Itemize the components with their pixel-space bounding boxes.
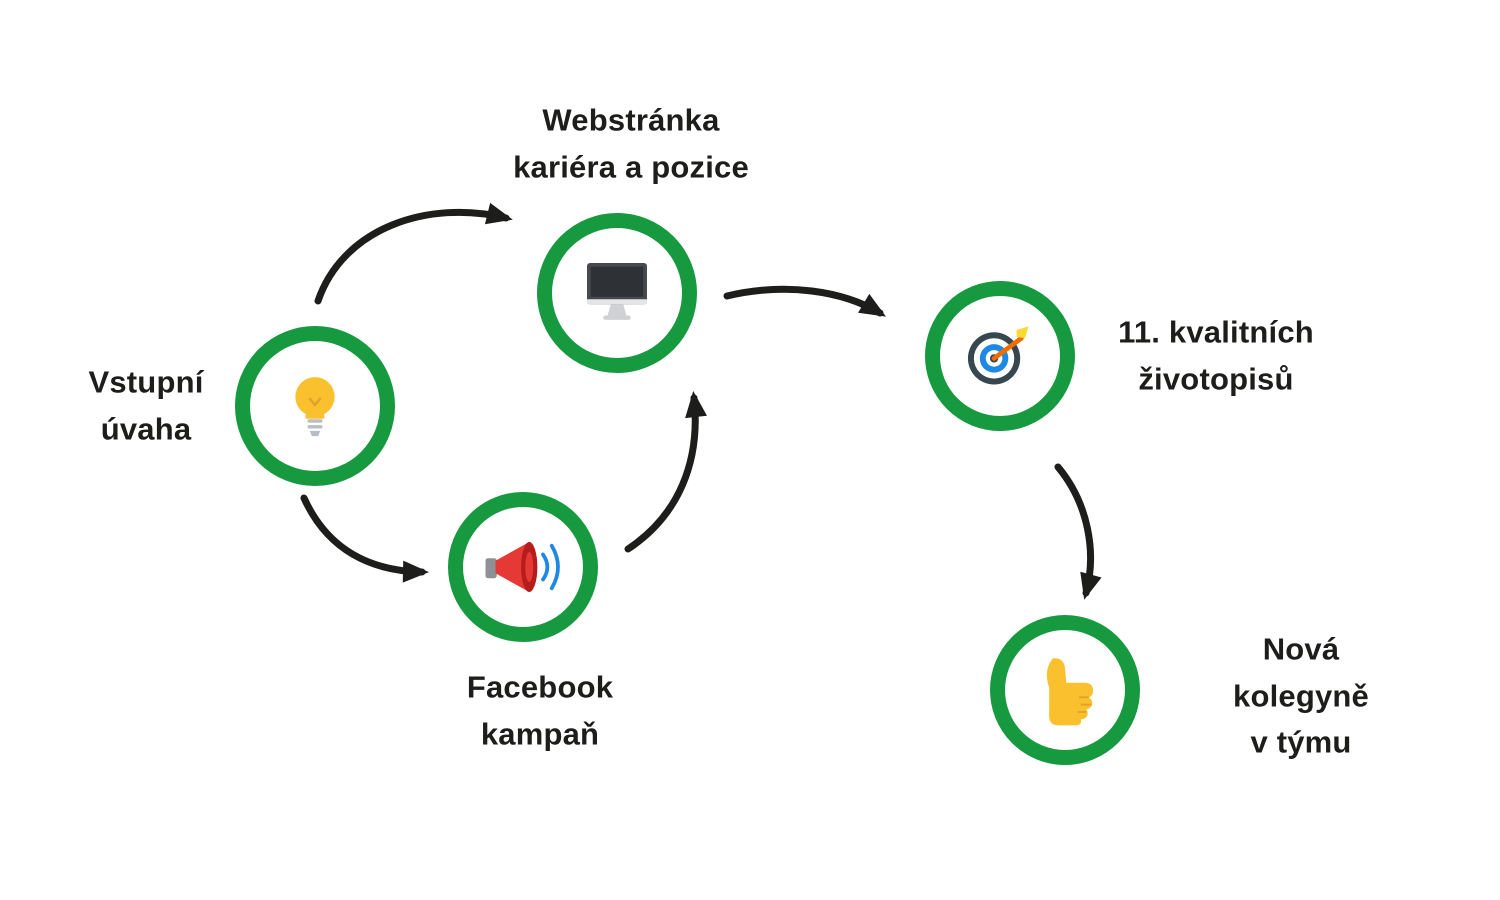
label-facebook-kampan: Facebook kampaň <box>466 669 614 752</box>
arrow-vstupni-to-webstranka <box>314 202 513 305</box>
megaphone-icon <box>483 527 563 607</box>
node-vstupni-uvaha <box>235 326 395 486</box>
desktop-computer-icon <box>577 253 657 333</box>
arrow-facebook-to-webstranka <box>624 391 707 553</box>
node-nova-kolegyne <box>990 615 1140 765</box>
label-nova-kolegyne: Nová kolegyně v týmu <box>1233 631 1369 760</box>
label-vstupni-uvaha: Vstupní úvaha <box>88 364 204 447</box>
target-icon <box>962 318 1038 394</box>
node-facebook-kampan <box>448 492 598 642</box>
label-webstranka: Webstránka kariéra a pozice <box>513 102 749 185</box>
lightbulb-icon <box>278 369 352 443</box>
arrow-zivotopisy-to-kolegyne <box>1054 463 1102 600</box>
label-zivotopisy: 11. kvalitních životopisů <box>1118 314 1314 397</box>
arrow-vstupni-to-facebook <box>300 494 429 583</box>
node-webstranka <box>537 213 697 373</box>
thumbs-up-icon <box>1026 651 1104 729</box>
arrow-webstranka-to-zivotopisy <box>723 285 887 317</box>
node-zivotopisy <box>925 281 1075 431</box>
